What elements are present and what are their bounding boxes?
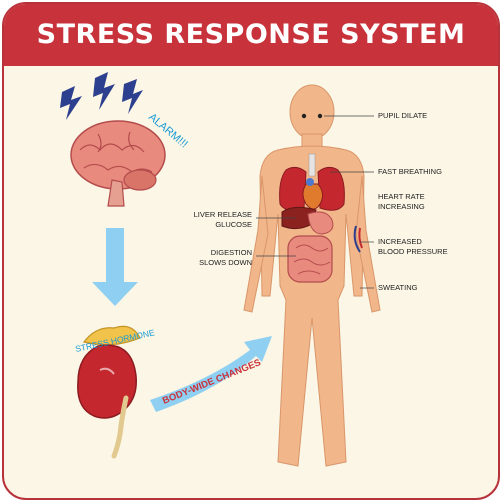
kidney-icon	[77, 325, 141, 459]
label-digestion: DIGESTION SLOWS DOWN	[182, 248, 252, 268]
title-banner	[4, 4, 498, 66]
label-digestion-line2: SLOWS DOWN	[199, 258, 252, 267]
page-title: STRESS RESPONSE SYSTEM	[36, 19, 466, 50]
lightning-icon	[60, 72, 143, 120]
label-heart-line1: HEART RATE	[378, 192, 425, 201]
label-breathing: FAST BREATHING	[378, 167, 442, 176]
label-heart: HEART RATE INCREASING	[378, 192, 425, 212]
label-liver: LIVER RELEASE GLUCOSE	[182, 210, 252, 230]
organs	[279, 153, 363, 283]
label-liver-line1: LIVER RELEASE	[193, 210, 252, 219]
label-bp-line1: INCREASED	[378, 237, 422, 246]
label-heart-line2: INCREASING	[378, 202, 425, 211]
label-digestion-line1: DIGESTION	[210, 248, 252, 257]
eyes	[301, 113, 323, 119]
pointer-lines	[256, 115, 374, 289]
down-arrow	[92, 228, 138, 306]
label-liver-line2: GLUCOSE	[215, 220, 252, 229]
label-bp-line2: BLOOD PRESSURE	[378, 247, 448, 256]
label-sweating: SWEATING	[378, 283, 418, 292]
label-pupil: PUPIL DILATE	[378, 111, 428, 120]
body-wide-arrow	[150, 336, 272, 412]
label-blood-pressure: INCREASED BLOOD PRESSURE	[378, 237, 448, 257]
brain-icon	[70, 120, 166, 207]
body-wide-changes-text: BODY-WIDE CHANGES	[161, 357, 263, 407]
